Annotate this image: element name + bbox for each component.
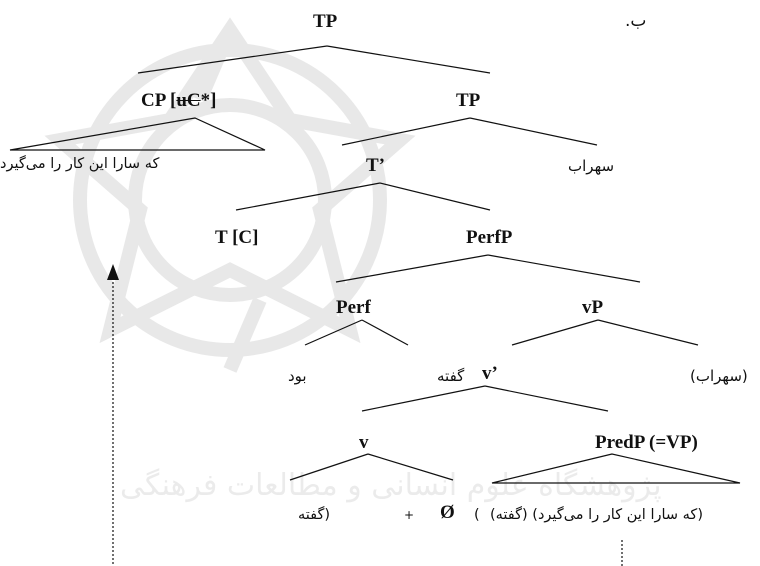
plus-sign: +: [404, 508, 415, 522]
node-cp-prefix: CP [: [141, 90, 177, 111]
node-perfp: PerfP: [466, 227, 513, 248]
node-t-c: T [C]: [215, 227, 259, 248]
close-paren: ): [474, 507, 480, 523]
word-sohrab: سهراب: [568, 157, 615, 175]
node-tp-root: TP: [313, 11, 338, 32]
node-perf: Perf: [336, 297, 371, 318]
null-morpheme: Ø: [440, 502, 455, 523]
node-v-bar: v’: [482, 363, 498, 384]
word-gofte-parenthesized: (گفته: [298, 507, 331, 523]
word-bood: بود: [288, 367, 307, 385]
word-gofte: گفته: [437, 367, 465, 385]
cp-clause-text: که سارا این کار را می‌گیرد: [0, 156, 160, 172]
example-label-b: ب.: [625, 11, 647, 31]
node-vp: vP: [582, 297, 604, 318]
pred-clause-text: (که سارا این کار را می‌گیرد) (گفته): [490, 507, 703, 523]
node-cp: CP [uC*]: [141, 90, 216, 112]
node-t-bar: T’: [366, 155, 385, 176]
node-tp: TP: [456, 90, 481, 111]
node-cp-feature-struck: uC: [176, 90, 201, 111]
node-v: v: [359, 432, 369, 453]
node-predp: PredP (=VP): [595, 432, 698, 453]
node-cp-suffix: *]: [200, 90, 217, 111]
word-sohrab-parenthesized: (سهراب): [690, 367, 748, 385]
watermark-text: پژوهشگاه علوم انسانی و مطالعات فرهنگی: [120, 468, 662, 503]
movement-arrowhead: [107, 264, 119, 280]
